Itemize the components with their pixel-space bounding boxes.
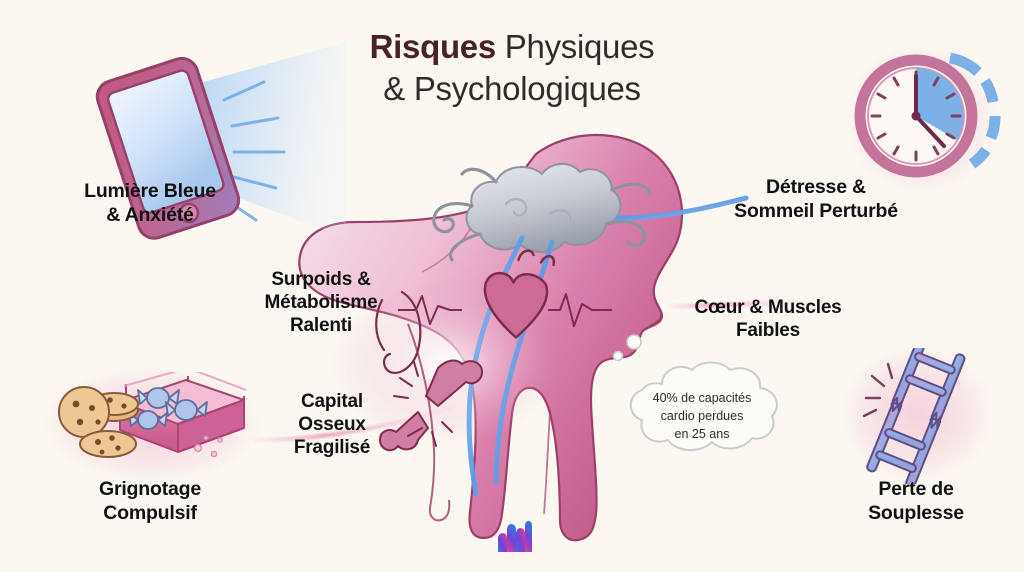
phone-body [95,56,241,240]
thought-bubble: 40% de capacités cardio perdues en 25 an… [618,358,786,460]
break-sparks [862,362,894,418]
label-lumiere-bleue: Lumière Bleue & Anxiété [84,180,216,226]
broken-bone-icon [379,359,483,452]
candy-box [119,372,247,453]
title-light: Physiques [495,28,655,65]
heart-ecg-icon [398,249,612,339]
stomach-icon [375,290,422,374]
ladder-lower [866,401,942,484]
broken-ladder-icon [862,348,966,484]
title-strong: Risques [369,28,497,65]
brain-fog-cloud-icon [432,163,652,262]
ecg-right [548,293,612,327]
thought-trail-dots [612,334,642,362]
central-figure-illustration [252,133,793,542]
fracture-sparks [393,361,453,447]
title-line2: & Psychologiques [383,70,641,108]
page-title: Risques Physiques & Psychologiques [0,26,1024,110]
label-coeur-muscles: Cœur & Muscles Faibles [694,297,842,342]
candies [128,387,208,430]
crumbs [193,435,223,458]
cookies [58,386,139,458]
brand-logo-m [498,520,532,552]
label-detresse-sommeil: Détresse & Sommeil Perturbé [734,176,898,222]
label-capital-osseux: Capital Osseux Fragilisé [293,391,371,459]
cookie-chips [72,397,127,455]
clock-ticks [870,70,962,162]
cookies-candy-box-icon [58,372,247,458]
clock-icon [854,52,1001,178]
connector-coeur [667,299,793,309]
clock-hands [914,74,946,148]
blue-line-to-clock [615,195,749,221]
label-perte-souplesse: Perte de Souplesse [868,478,964,524]
label-surpoids-metabolisme: Surpoids & Métabolisme Ralenti [264,269,378,337]
label-grignotage: Grignotage Compulsif [98,478,201,524]
clock-elapsed-sector [916,68,964,140]
clock-arc-segments [948,52,1001,169]
thought-bubble-text: 40% de capacités cardio perdues en 25 an… [652,391,752,441]
ladder-upper [890,348,966,425]
smartphone-blue-light-icon [95,42,346,240]
